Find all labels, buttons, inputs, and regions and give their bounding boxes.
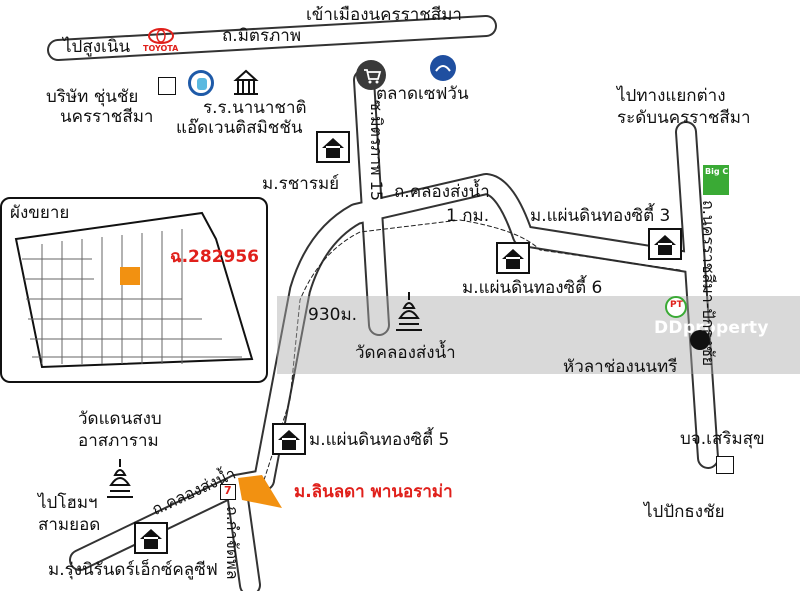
ring-label-line2: ระดับนครราชสีมา: [617, 108, 751, 128]
m-paendin5-label: ม.แผ่นดินทองซิตี้ 5: [309, 430, 450, 450]
seal-logo-icon: [690, 330, 710, 350]
km1-label: 1 กม.: [446, 206, 490, 226]
company-square-icon: [716, 456, 734, 474]
watermark-text: DDproperty: [654, 318, 769, 338]
temple-stupa-icon: [394, 290, 424, 334]
ptt-logo-icon: PT: [665, 296, 687, 318]
project-plot-shape: [238, 475, 282, 508]
company-label-line1: บริษัท ชุ่นชัย: [46, 87, 139, 107]
bc-soem-label: บจ.เสริมสุข: [680, 429, 765, 449]
seal-logo-icon: [188, 70, 214, 96]
shopping-cart-icon: [356, 60, 386, 90]
house-icon: [316, 131, 350, 163]
ptt-text: PT: [670, 300, 683, 310]
distance-930-label: 930ม.: [308, 305, 358, 325]
wat-daensangop-line1: วัดแดนสงบ: [78, 409, 162, 429]
m-rachaarom-label: ม.รชารมย์: [262, 174, 340, 194]
toyota-logo-icon: TOYOTA: [143, 27, 179, 53]
wat-khlong-label: วัดคลองส่งน้ำ: [355, 343, 456, 363]
market-label: ตลาดเซฟวัน: [376, 84, 469, 104]
to-city-label: เข้าเมืองนครราชสีมา: [306, 5, 462, 25]
m-paendin3-label: ม.แผ่นดินทองซิตี้ 3: [530, 206, 671, 226]
project-label: ม.ลินลดา พานอราม่า: [294, 482, 453, 502]
house-icon: [496, 242, 530, 274]
bigc-text: Big C: [705, 167, 729, 176]
temple-stupa-icon: [105, 457, 135, 501]
toyota-text: TOYOTA: [143, 44, 179, 53]
inset-plan: [14, 211, 254, 369]
seven-text: 7: [224, 484, 232, 497]
house-icon: [272, 423, 306, 455]
to-homepro-line2: สามยอด: [38, 515, 101, 535]
plot-number-label: ฉ.282956: [170, 247, 260, 267]
rd-kamphon-label: ถ.กำจัดพล: [223, 506, 242, 580]
house-icon: [648, 228, 682, 260]
rd-khlong-label-1: ถ.คลองส่งน้ำ: [394, 182, 490, 202]
to-sungnoen-label: ไปสูงเนิน: [63, 37, 131, 57]
m-rungnirin-label: ม.รุ่งนิรันดร์เอ็กซ์คลูซีฟ: [48, 560, 218, 580]
school-building-icon: [232, 68, 260, 96]
seven-eleven-icon: 7: [220, 484, 236, 500]
watermark-band: [277, 296, 800, 374]
plot-highlight: [120, 267, 140, 285]
wat-daensangop-line2: อาสภาราม: [78, 431, 159, 451]
ring-label-line1: ไปทางแยกต่าง: [617, 86, 726, 106]
company-box-icon: [158, 77, 176, 95]
to-homepro-line1: ไปโฮมฯ: [38, 493, 98, 513]
school-label-line1: ร.ร.นานาชาติ: [203, 98, 307, 118]
soi-mittraphap-label: ซ.มิตรภาพ 15: [367, 100, 386, 201]
inset-map: ผังขยาย ฉ.282956: [0, 197, 268, 383]
hualacha-label: หัวลาช่องนนทรี: [563, 357, 678, 377]
to-pakthongchai-label: ไปปักธงชัย: [644, 502, 725, 522]
rd-mittraphap-label: ถ.มิตรภาพ: [222, 26, 302, 46]
school-label-line2: แอ๊ดเวนติสมิชชัน: [176, 118, 303, 138]
bigc-logo-icon: Big C: [703, 165, 729, 195]
company-label-line2: นครราชสีมา: [60, 107, 154, 127]
m-paendin6-label: ม.แผ่นดินทองซิตี้ 6: [462, 278, 603, 298]
bank-logo-icon: [430, 55, 456, 81]
house-icon: [134, 522, 168, 554]
inset-title: ผังขยาย: [10, 203, 70, 223]
